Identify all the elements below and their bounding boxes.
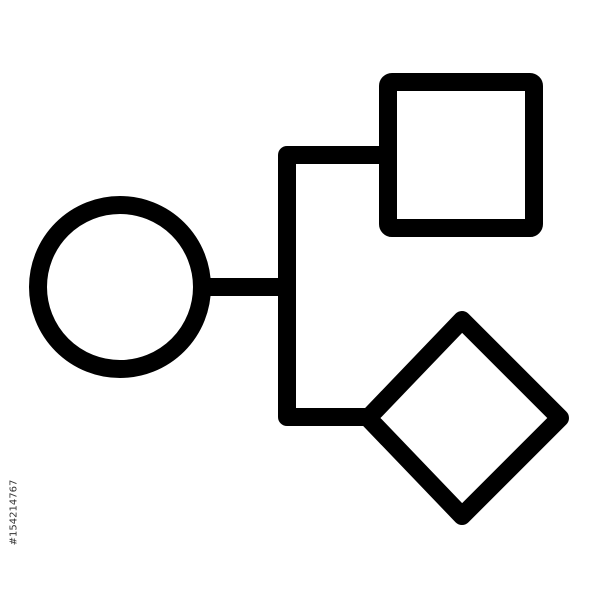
diamond-node xyxy=(359,311,569,525)
circle-node xyxy=(29,196,211,378)
stock-id-label: #154214767 xyxy=(4,462,24,562)
square-node xyxy=(379,73,543,237)
connector-branch-line xyxy=(278,146,397,426)
stock-id-text: #154214767 xyxy=(8,479,20,545)
